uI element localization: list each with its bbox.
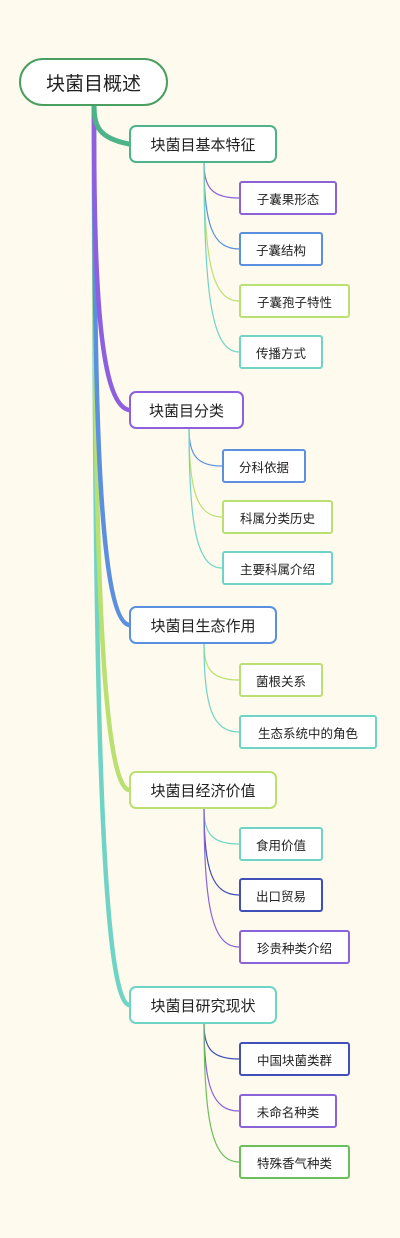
- branch-node-3-label: 块菌目生态作用: [150, 616, 256, 635]
- leaf-node-4-1-label: 食用价值: [255, 837, 306, 853]
- leaf-node-1-1-label: 子囊果形态: [256, 191, 320, 207]
- leaf-node-5-1[interactable]: 中国块菌类群: [239, 1042, 350, 1076]
- leaf-node-3-1-label: 菌根关系: [255, 673, 306, 689]
- leaf-node-2-1-label: 分科依据: [238, 459, 289, 475]
- leaf-node-2-2-label: 科属分类历史: [239, 510, 315, 526]
- leaf-connector-4-1: [203, 808, 240, 845]
- leaf-node-5-3-label: 特殊香气种类: [256, 1155, 332, 1171]
- root-node[interactable]: 块菌目概述: [19, 58, 168, 106]
- branch-node-1[interactable]: 块菌目基本特征: [129, 125, 277, 163]
- leaf-node-4-2[interactable]: 出口贸易: [239, 878, 323, 912]
- root-branch-connector-1: [91, 101, 132, 147]
- leaf-node-5-2-label: 未命名种类: [256, 1104, 320, 1120]
- leaf-node-3-2[interactable]: 生态系统中的角色: [239, 715, 377, 749]
- leaf-node-5-3[interactable]: 特殊香气种类: [239, 1145, 350, 1179]
- leaf-connector-2-3: [188, 428, 223, 569]
- leaf-node-2-1[interactable]: 分科依据: [222, 449, 306, 483]
- branch-node-1-label: 块菌目基本特征: [150, 135, 256, 154]
- leaf-connector-5-2: [203, 1023, 240, 1112]
- leaf-node-2-3-label: 主要科属介绍: [239, 561, 315, 577]
- leaf-connector-5-1: [203, 1023, 240, 1060]
- leaf-node-1-1[interactable]: 子囊果形态: [239, 181, 337, 215]
- leaf-node-4-2-label: 出口贸易: [255, 888, 306, 904]
- leaf-connector-1-4: [203, 162, 240, 353]
- leaf-node-4-3[interactable]: 珍贵种类介绍: [239, 930, 350, 964]
- leaf-connector-4-3: [203, 808, 240, 948]
- branch-node-2[interactable]: 块菌目分类: [129, 391, 244, 429]
- leaf-connector-1-3: [203, 162, 240, 302]
- leaf-node-4-3-label: 珍贵种类介绍: [256, 940, 332, 956]
- leaf-node-3-2-label: 生态系统中的角色: [257, 725, 358, 741]
- branch-node-4-label: 块菌目经济价值: [150, 781, 256, 800]
- branch-node-4[interactable]: 块菌目经济价值: [129, 771, 277, 809]
- leaf-node-2-3[interactable]: 主要科属介绍: [222, 551, 333, 585]
- leaf-connector-4-2: [203, 808, 240, 896]
- leaf-node-3-1[interactable]: 菌根关系: [239, 663, 323, 697]
- leaf-connector-2-1: [188, 428, 223, 467]
- leaf-connector-3-1: [203, 643, 240, 681]
- branch-node-5-label: 块菌目研究现状: [150, 996, 256, 1015]
- leaf-node-1-2-label: 子囊结构: [255, 242, 306, 258]
- leaf-node-1-4-label: 传播方式: [255, 345, 306, 361]
- branch-node-3[interactable]: 块菌目生态作用: [129, 606, 277, 644]
- leaf-node-5-2[interactable]: 未命名种类: [239, 1094, 337, 1128]
- leaf-node-1-2[interactable]: 子囊结构: [239, 232, 323, 266]
- leaf-connector-5-3: [203, 1023, 240, 1163]
- leaf-node-2-2[interactable]: 科属分类历史: [222, 500, 333, 534]
- leaf-node-1-3-label: 子囊孢子特性: [256, 294, 332, 310]
- branch-node-5[interactable]: 块菌目研究现状: [129, 986, 277, 1024]
- leaf-node-4-1[interactable]: 食用价值: [239, 827, 323, 861]
- root-label: 块菌目概述: [45, 72, 141, 95]
- branch-node-2-label: 块菌目分类: [148, 401, 224, 420]
- root-branch-connector-2: [91, 101, 132, 413]
- leaf-connector-1-1: [203, 162, 240, 199]
- leaf-connector-3-2: [203, 643, 240, 733]
- leaf-node-5-1-label: 中国块菌类群: [256, 1052, 332, 1068]
- leaf-node-1-3[interactable]: 子囊孢子特性: [239, 284, 350, 318]
- leaf-node-1-4[interactable]: 传播方式: [239, 335, 323, 369]
- leaf-connector-1-2: [203, 162, 240, 250]
- leaf-connector-2-2: [188, 428, 223, 518]
